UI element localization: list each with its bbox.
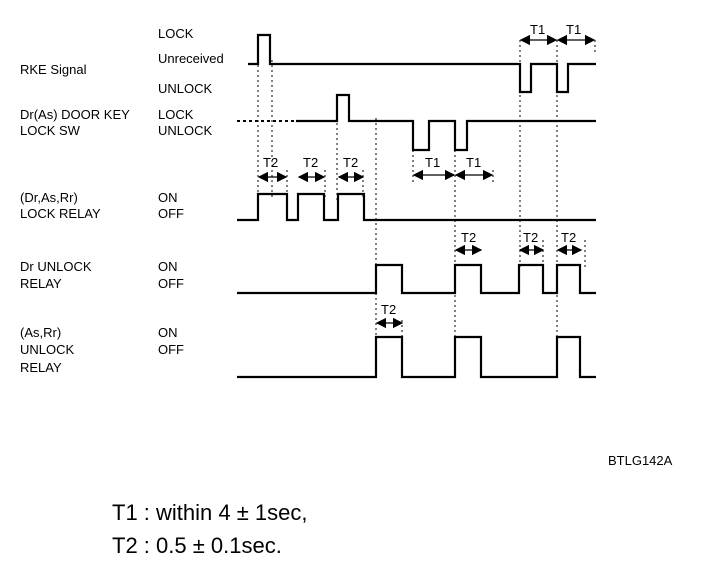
guide-lines xyxy=(257,40,596,340)
legend-t1: T1 : within 4 ± 1sec, xyxy=(112,500,308,525)
dr-unlock-label-2: RELAY xyxy=(20,276,62,291)
door-key-state-lock: LOCK xyxy=(158,107,194,122)
dr-unlock-waveform xyxy=(237,263,596,295)
t2-marker-dr-2: T2 xyxy=(523,230,538,245)
t2-marker-lock-1: T2 xyxy=(263,155,278,170)
rke-state-unlock: UNLOCK xyxy=(158,81,213,96)
rke-signal-waveform xyxy=(248,33,596,94)
door-key-label-1: Dr(As) DOOR KEY xyxy=(20,107,130,122)
t2-marker-dr-1: T2 xyxy=(461,230,476,245)
lock-relay-label-1: (Dr,As,Rr) xyxy=(20,190,78,205)
t1-marker-rke-2: T1 xyxy=(566,22,581,37)
lock-relay-state-on: ON xyxy=(158,190,178,205)
door-key-state-unlock: UNLOCK xyxy=(158,123,213,138)
t1-marker-key-1: T1 xyxy=(425,155,440,170)
lock-relay-waveform xyxy=(237,192,596,222)
asrr-unlock-waveform xyxy=(237,335,596,379)
rke-state-lock: LOCK xyxy=(158,26,194,41)
lock-relay-label-2: LOCK RELAY xyxy=(20,206,101,221)
dr-unlock-label-1: Dr UNLOCK xyxy=(20,259,92,274)
rke-signal-label: RKE Signal xyxy=(20,62,87,77)
asrr-unlock-label-3: RELAY xyxy=(20,360,62,375)
t1-marker-key-2: T1 xyxy=(466,155,481,170)
asrr-unlock-state-on: ON xyxy=(158,325,178,340)
t2-marker-asrr: T2 xyxy=(381,302,396,317)
door-key-waveform xyxy=(296,93,596,152)
t1-marker-rke-1: T1 xyxy=(530,22,545,37)
asrr-unlock-label-1: (As,Rr) xyxy=(20,325,61,340)
dr-unlock-state-off: OFF xyxy=(158,276,184,291)
dr-unlock-state-on: ON xyxy=(158,259,178,274)
legend-t2: T2 : 0.5 ± 0.1sec. xyxy=(112,533,282,558)
figure-code: BTLG142A xyxy=(608,453,673,468)
door-key-label-2: LOCK SW xyxy=(20,123,81,138)
lock-relay-state-off: OFF xyxy=(158,206,184,221)
asrr-unlock-label-2: UNLOCK xyxy=(20,342,75,357)
t2-marker-lock-2: T2 xyxy=(303,155,318,170)
t2-marker-dr-3: T2 xyxy=(561,230,576,245)
t2-marker-lock-3: T2 xyxy=(343,155,358,170)
rke-state-unreceived: Unreceived xyxy=(158,51,224,66)
asrr-unlock-state-off: OFF xyxy=(158,342,184,357)
